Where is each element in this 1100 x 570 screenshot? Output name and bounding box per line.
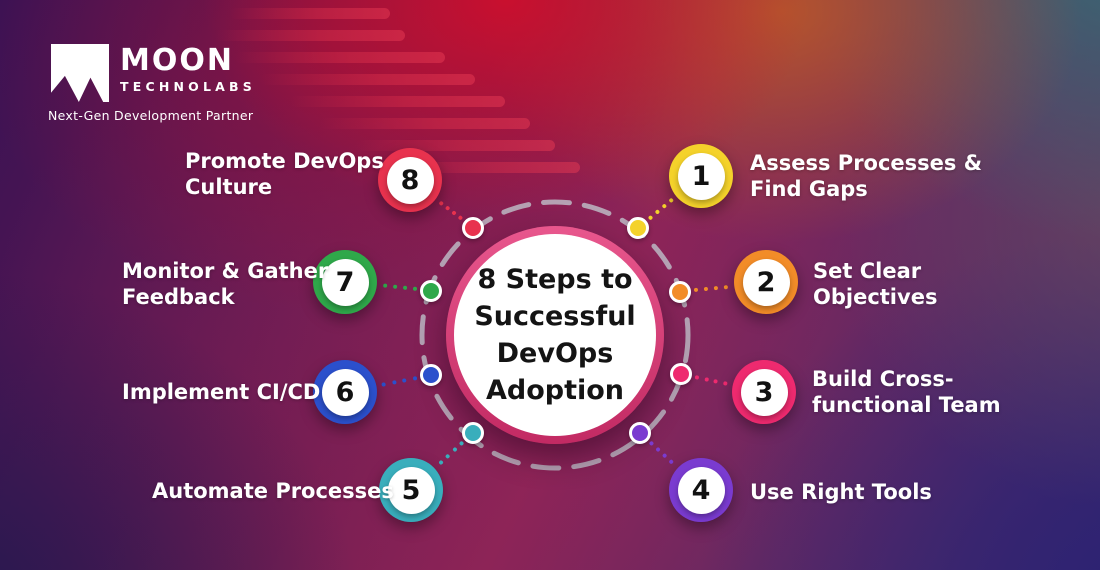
step-6-label: Implement CI/CD — [122, 380, 321, 404]
brand-subname: TECHNOLABS — [120, 79, 256, 94]
step-1-badge: 1 — [669, 144, 733, 208]
step-1-number: 1 — [677, 152, 725, 200]
step-3-number: 3 — [740, 368, 788, 416]
step-8-badge: 8 — [378, 148, 442, 212]
step-8-number: 8 — [386, 156, 434, 204]
step-7-number: 7 — [321, 258, 369, 306]
step-7-trail-dots — [382, 283, 418, 291]
streak — [320, 118, 530, 129]
step-2-connector-dot — [669, 281, 691, 303]
brand-logo: MOON TECHNOLABS Next-Gen Development Par… — [48, 44, 256, 123]
step-8-connector-dot — [462, 217, 484, 239]
step-2-trail-dots — [693, 285, 729, 292]
step-4-number: 4 — [677, 466, 725, 514]
streak — [260, 74, 475, 85]
streak — [230, 8, 390, 19]
step-4-connector-dot — [629, 422, 651, 444]
step-4-label: Use Right Tools — [750, 480, 932, 504]
brand-name: MOON — [120, 43, 234, 78]
step-4-badge: 4 — [669, 458, 733, 522]
step-6-trail-dots — [381, 376, 418, 387]
step-6-badge: 6 — [313, 360, 377, 424]
dashed-ring — [419, 199, 691, 471]
brand-tagline: Next-Gen Development Partner — [48, 108, 254, 123]
step-7-label: Monitor & Gather Feedback — [122, 259, 329, 309]
step-7-badge: 7 — [313, 250, 377, 314]
step-2-badge: 2 — [734, 250, 798, 314]
step-3-connector-dot — [670, 363, 692, 385]
streak — [355, 140, 555, 151]
step-1-label: Assess Processes & Find Gaps — [750, 151, 983, 201]
step-3-badge: 3 — [732, 360, 796, 424]
streak — [290, 96, 505, 107]
mountain-m-logo-icon — [51, 44, 109, 102]
streak — [215, 30, 405, 41]
step-3-label: Build Cross- functional Team — [812, 367, 1001, 417]
step-5-badge: 5 — [379, 458, 443, 522]
step-2-number: 2 — [742, 258, 790, 306]
streak — [235, 52, 445, 63]
infographic-title: 8 Steps to Successful DevOps Adoption — [474, 264, 636, 406]
step-2-label: Set Clear Objectives — [813, 259, 938, 309]
step-3-trail-dots — [694, 375, 728, 386]
center-circle-face: 8 Steps to Successful DevOps Adoption — [454, 234, 656, 436]
step-5-connector-dot — [462, 422, 484, 444]
step-1-connector-dot — [627, 217, 649, 239]
step-6-number: 6 — [321, 368, 369, 416]
step-8-label: Promote DevOps Culture — [185, 149, 384, 199]
step-7-connector-dot — [420, 280, 442, 302]
center-circle: 8 Steps to Successful DevOps Adoption — [446, 226, 664, 444]
step-6-connector-dot — [420, 364, 442, 386]
step-5-number: 5 — [387, 466, 435, 514]
streak — [395, 162, 580, 173]
step-5-label: Automate Processes — [152, 479, 394, 503]
